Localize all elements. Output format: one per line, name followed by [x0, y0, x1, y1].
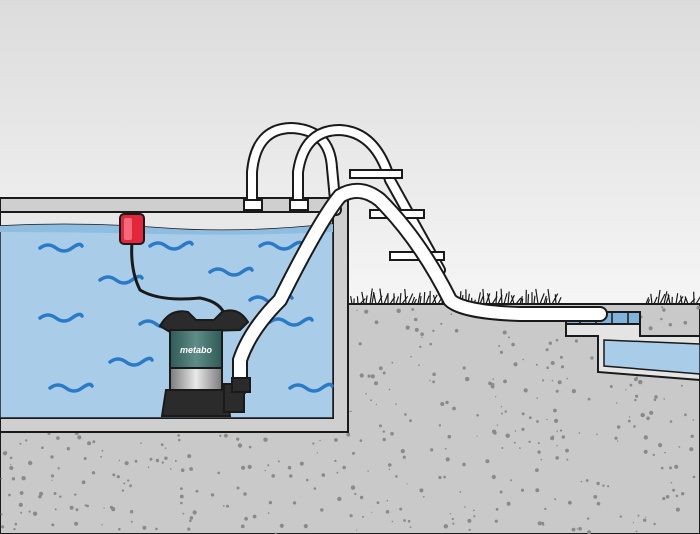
wave-mark — [288, 382, 334, 393]
wave-mark — [38, 312, 84, 323]
submersible-pump-icon: metabo — [158, 309, 251, 417]
wave-mark — [258, 240, 304, 251]
pump-brand-label: metabo — [180, 345, 213, 355]
wave-mark — [98, 274, 144, 285]
wave-mark — [48, 382, 94, 393]
wave-mark — [148, 240, 194, 251]
hose-icon — [232, 182, 608, 396]
water-surface — [0, 224, 333, 235]
wave-mark — [208, 266, 254, 277]
wave-mark — [268, 316, 314, 327]
wave-mark — [38, 242, 84, 253]
grass-icon — [350, 288, 700, 305]
float-switch-icon — [119, 213, 228, 319]
wave-mark — [108, 356, 154, 367]
pool-ladder-icon — [243, 121, 446, 276]
concrete-speckles — [0, 305, 700, 534]
drain-water — [603, 339, 700, 375]
